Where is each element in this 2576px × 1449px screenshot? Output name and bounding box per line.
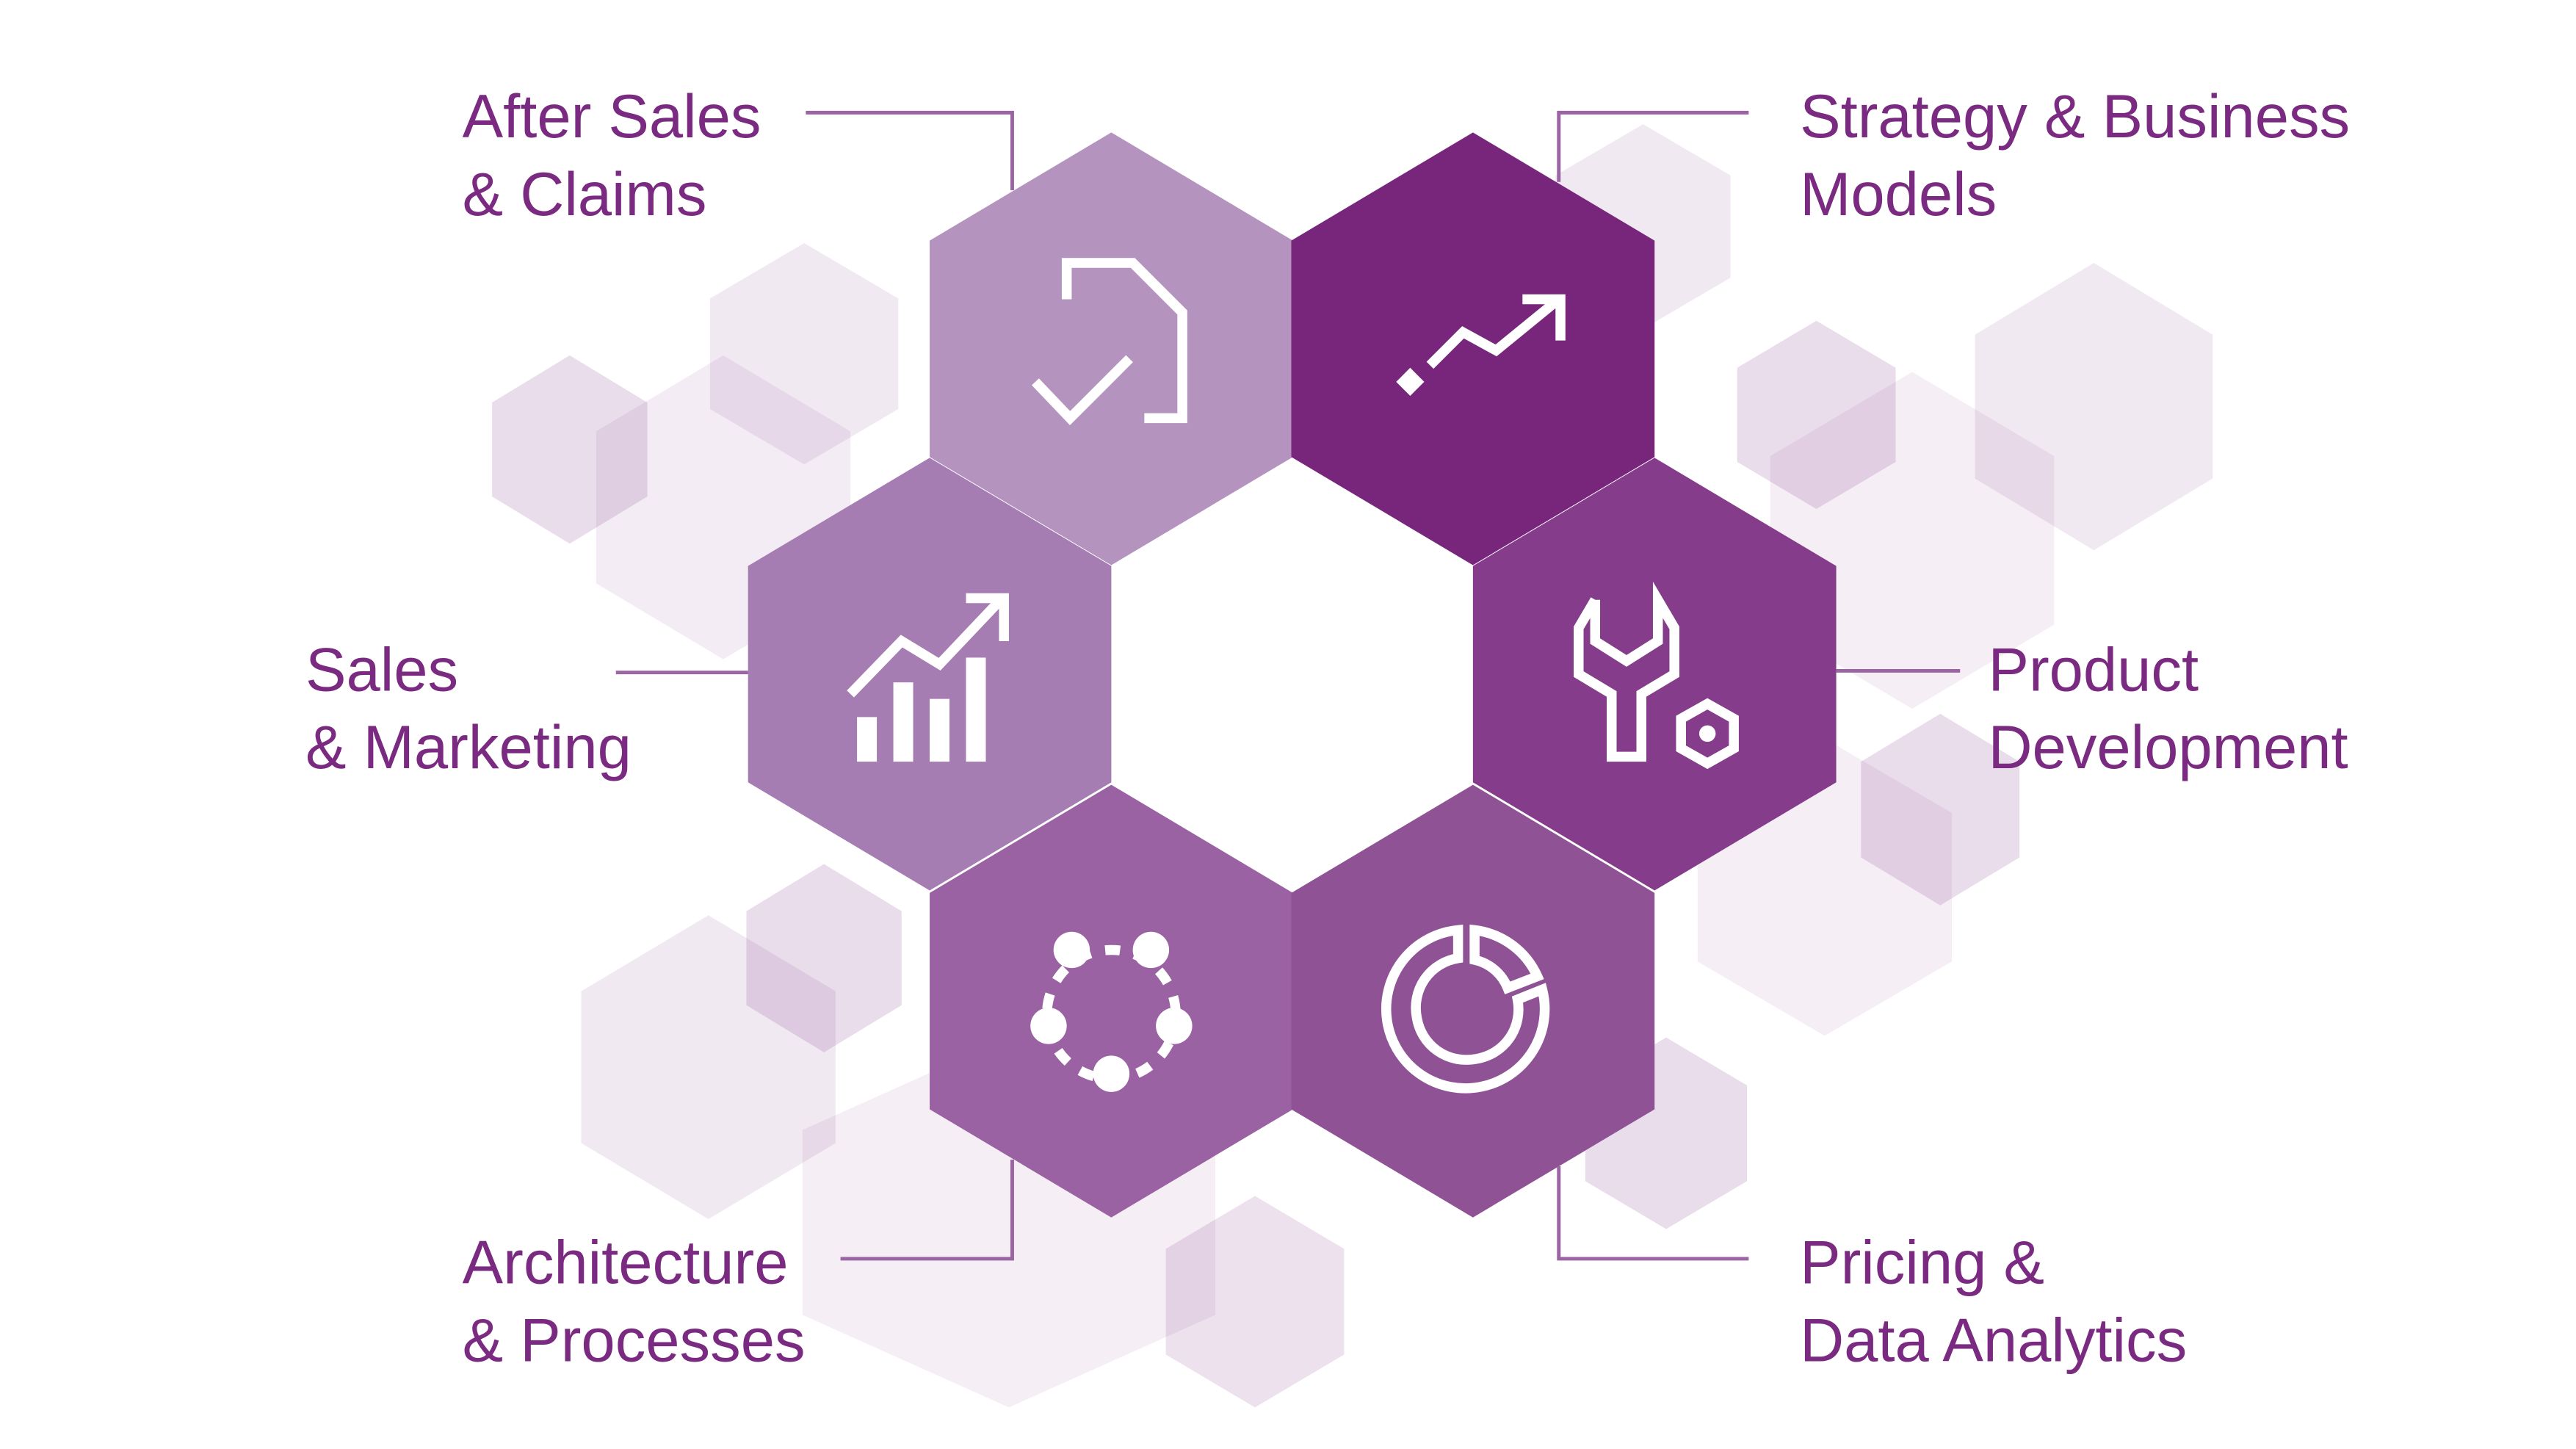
label-sales: Sales & Marketing bbox=[305, 635, 632, 781]
bar-chart-growth-icon bbox=[847, 593, 1009, 762]
label-line: Pricing & bbox=[1800, 1229, 2044, 1297]
document-check-icon bbox=[1032, 258, 1187, 426]
label-line: & Claims bbox=[463, 160, 707, 228]
label-line: Strategy & Business bbox=[1800, 82, 2350, 151]
background-hexagon bbox=[709, 242, 899, 465]
leader-after-sales bbox=[806, 110, 1014, 191]
background-hexagon bbox=[1737, 320, 1896, 510]
label-line: & Processes bbox=[463, 1306, 806, 1374]
background-hexagon bbox=[1770, 372, 2055, 709]
leader-lines bbox=[615, 110, 1961, 1261]
donut-chart-icon bbox=[1381, 924, 1550, 1094]
label-line: After Sales bbox=[463, 82, 761, 151]
leader-architecture bbox=[840, 1160, 1014, 1261]
segment-hexagons bbox=[748, 132, 1837, 1218]
background-hexagon bbox=[1165, 1196, 1345, 1408]
hexagon-strategy bbox=[1291, 132, 1655, 565]
label-line: Models bbox=[1800, 160, 1997, 228]
hexagon-sales bbox=[748, 458, 1112, 891]
label-line: Development bbox=[1988, 713, 2348, 781]
label-line: & Marketing bbox=[305, 713, 632, 781]
wrench-nut-icon bbox=[1574, 581, 1739, 770]
hexagon-architecture bbox=[930, 784, 1293, 1218]
label-after-sales: After Sales & Claims bbox=[463, 82, 761, 228]
hexagon-pricing bbox=[1291, 784, 1655, 1218]
label-architecture: Architecture & Processes bbox=[463, 1229, 806, 1375]
background-hexagon bbox=[746, 864, 902, 1052]
background-hexagon bbox=[1975, 262, 2213, 551]
hexagon-after-sales bbox=[930, 132, 1293, 565]
background-hexagon bbox=[492, 355, 648, 544]
label-line: Product bbox=[1988, 635, 2199, 704]
hexagon-product bbox=[1472, 458, 1837, 891]
leader-strategy bbox=[1557, 110, 1749, 182]
leader-pricing bbox=[1557, 1166, 1749, 1261]
network-circle-icon bbox=[1030, 931, 1193, 1092]
label-line: Architecture bbox=[463, 1229, 789, 1297]
label-line: Sales bbox=[305, 635, 458, 704]
label-pricing: Pricing & Data Analytics bbox=[1800, 1229, 2187, 1375]
background-hexagon bbox=[581, 915, 836, 1219]
label-line: Data Analytics bbox=[1800, 1306, 2187, 1374]
background-hexagon bbox=[1861, 713, 2020, 906]
